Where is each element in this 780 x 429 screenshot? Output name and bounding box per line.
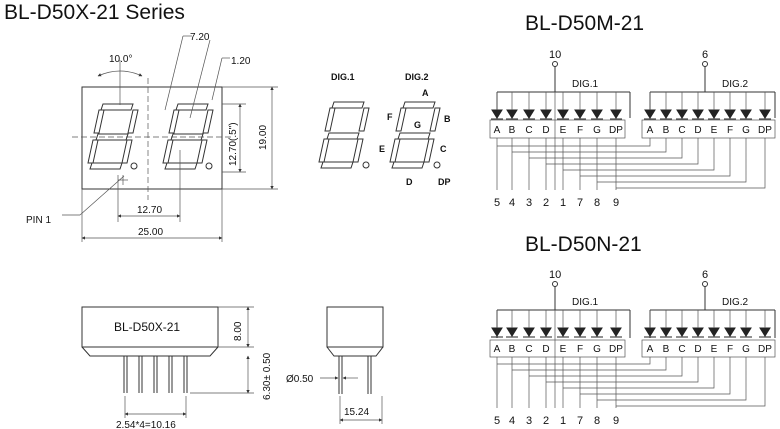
segmap-a: A [422,88,429,98]
segmap-d: D [406,177,413,187]
dim-pitch: 2.54*4=10.16 [116,420,176,429]
m-common-pin-2: 6 [702,49,708,61]
segmap-f: F [387,112,393,122]
dim-angle: 10.0° [109,54,132,65]
n-dig1-label: DIG.1 [572,297,599,308]
segment-label-g: G [593,344,601,355]
segment-label-e: E [560,125,567,136]
pin-label: 3 [526,197,532,209]
side-part-label: BL-D50X-21 [114,320,180,334]
dim-15-24: 15.24 [344,407,369,418]
pin-label: 2 [543,415,549,427]
segment-label-a: A [647,344,654,355]
dim-8-00: 8.00 [233,321,244,341]
segment-label-f: F [727,125,733,136]
pin-label: 9 [613,197,619,209]
pin-label: 9 [613,415,619,427]
segment-label-e: E [711,344,718,355]
segmap-dp: DP [438,177,451,187]
segment-label-c: C [525,344,532,355]
dim-1-20: 1.20 [231,56,251,67]
segmap-e: E [379,144,385,154]
segmap-dig1-label: DIG.1 [331,72,355,82]
pin-label: 8 [594,197,600,209]
dim-7-20: 7.20 [190,32,210,43]
segment-label-a: A [494,344,501,355]
pin-label: 4 [509,415,515,427]
segmap-digit-2 [389,101,441,169]
segment-label-c: C [525,125,532,136]
dim-6-30: 6.30± 0.50 [262,352,273,400]
segment-label-b: B [663,125,670,136]
m-part-title: BL-D50M-21 [525,12,644,35]
pin-label: 1 [560,415,566,427]
schematic-n [489,281,776,408]
dim-12-70-vertical: 12.70(.5") [228,122,239,166]
n-part-title: BL-D50N-21 [525,233,642,256]
segment-label-b: B [663,344,670,355]
segment-label-d: D [694,125,701,136]
pin-label: 8 [594,415,600,427]
segment-label-b: B [509,344,516,355]
side-view-drawing [81,306,254,418]
segment-label-f: F [727,344,733,355]
segment-label-e: E [711,125,718,136]
pin1-label: PIN 1 [26,215,51,226]
pin-label: 2 [543,197,549,209]
segment-label-dp: DP [609,344,623,355]
dim-19-00: 19.00 [258,125,269,150]
dim-12-70-horizontal: 12.70 [137,205,162,216]
segment-label-a: A [494,125,501,136]
front-digit-2 [162,103,214,170]
segment-label-dp: DP [758,344,772,355]
segmap-digit-1 [318,101,370,169]
segment-label-e: E [560,344,567,355]
n-common-pin-1: 10 [549,269,561,281]
pin-label: 1 [560,197,566,209]
pin-label: 7 [577,415,583,427]
n-dig2-label: DIG.2 [722,297,749,308]
segment-label-d: D [694,344,701,355]
segment-label-g: G [742,125,750,136]
m-dig1-label: DIG.1 [572,79,599,90]
segmap-c: C [440,144,447,154]
series-title: BL-D50X-21 Series [4,1,185,24]
schematic-m [489,61,776,190]
pin-label: 5 [494,197,500,209]
front-view-drawing [62,35,278,242]
segment-label-dp: DP [758,125,772,136]
segment-label-f: F [577,344,583,355]
n-common-pin-2: 6 [702,269,708,281]
segment-label-c: C [678,344,685,355]
pin-label: 3 [526,415,532,427]
segment-label-dp: DP [609,125,623,136]
pin-label: 4 [509,197,515,209]
pin-label: 5 [494,415,500,427]
end-view-drawing [320,306,384,424]
segment-label-d: D [542,344,549,355]
segment-label-g: G [593,125,601,136]
segment-label-a: A [647,125,654,136]
segment-label-b: B [509,125,516,136]
segmap-b: B [444,114,451,124]
segment-label-g: G [742,344,750,355]
front-digit-1 [87,103,139,170]
pin-label: 7 [577,197,583,209]
segmap-g: G [414,120,421,130]
dim-diameter: Ø0.50 [286,374,314,385]
m-common-pin-1: 10 [549,49,561,61]
segment-label-d: D [542,125,549,136]
m-dig2-label: DIG.2 [722,79,749,90]
segment-label-c: C [678,125,685,136]
segment-label-f: F [577,125,583,136]
dim-25-00: 25.00 [138,227,163,238]
segmap-dig2-label: DIG.2 [405,72,429,82]
